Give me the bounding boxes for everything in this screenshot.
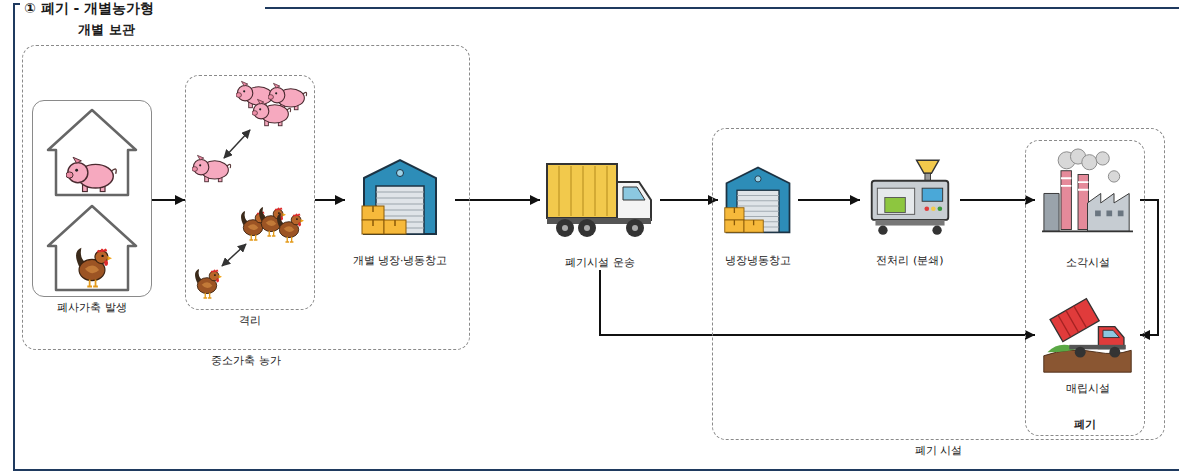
pig-icon [192,155,231,181]
frame-line [265,7,1179,9]
isolation-box: 격리 [185,75,315,310]
facility-node: 매립시설 [1035,290,1140,396]
storage-node: 냉장냉동창고 [718,158,798,268]
process-node: 전처리 (분쇄) [860,150,960,268]
flow-arrow [798,199,860,201]
frame-line [14,20,1179,470]
frame [14,4,1179,470]
frame-line [14,4,20,20]
group-box: 중소가축 농가폐사가축 발생격리개별 냉장·냉동창고 [22,45,470,350]
incinerator-icon [1042,149,1133,231]
flow-arrow [152,199,185,201]
isolation-animals [192,81,307,298]
node-label: 전처리 (분쇄) [876,254,943,268]
double-arrow [222,244,246,266]
node-label: 격리 [239,314,261,328]
node-label: 개별 냉장·냉동창고 [353,254,448,268]
pig-icon [236,81,275,107]
rooster-icon [195,269,222,298]
facility-node: 소각시설 [1035,145,1140,270]
node-label: 소각시설 [1066,256,1110,270]
double-arrow [224,130,250,158]
group-box: 폐기 시설냉장냉동창고전처리 (분쇄)폐기소각시설매립시설 [712,128,1165,440]
rooster-icon [76,248,112,287]
flow-arrow [660,199,718,201]
rooster-icon [277,213,304,242]
node-label: 폐기시설 운송 [565,256,635,270]
transport-node: 폐기시설 운송 [540,150,660,270]
pig-icon [66,157,116,191]
pig-icon [252,99,291,125]
farm-box: 폐사가축 발생 [32,100,152,297]
flow-arrow [1140,200,1158,335]
house-icon [48,206,136,290]
house-outline [48,110,136,195]
warehouse-icon [362,160,436,234]
shredder-icon [872,160,949,235]
node-label: 매립시설 [1066,382,1110,396]
node-label: 중소가축 농가 [211,354,281,368]
truck-icon [547,164,651,237]
node-label: 폐기 시설 [915,444,963,458]
flow-arrow [960,199,1035,201]
section-label: 개별 보관 [78,21,135,39]
group-box: 폐기 소각시설매립시설 [1025,140,1145,436]
diagram-title: ① 폐기 - 개별농가형 [24,0,154,18]
node-label: 냉장냉동창고 [725,254,791,268]
warehouse-icon [725,168,790,233]
house-outline [48,206,136,290]
landfill-icon [1044,299,1131,373]
flow-arrow [315,199,345,201]
node-label: 폐사가축 발생 [57,301,127,315]
node-label: 폐기 [1074,418,1096,432]
flow-arrow [455,199,540,201]
storage-node: 개별 냉장·냉동창고 [345,150,455,268]
flow-arrow [600,270,1035,335]
house-icon [48,110,136,195]
